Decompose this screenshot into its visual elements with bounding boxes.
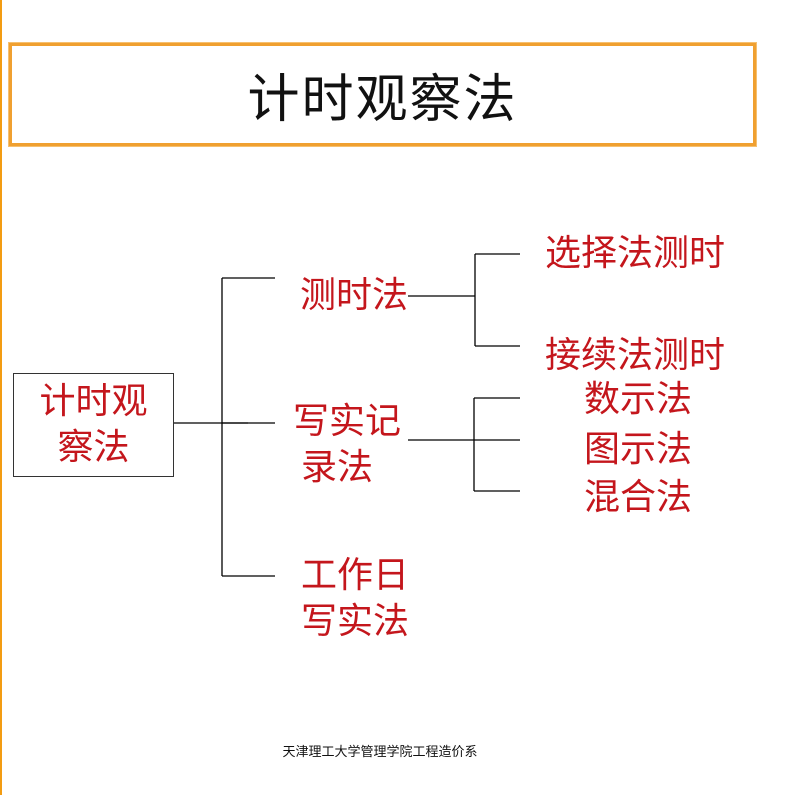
- branch-recording-line1: 写实记: [293, 401, 402, 442]
- footer-text: 天津理工大学管理学院工程造价系: [282, 745, 478, 760]
- leaf-continuous-timing-label: 接续法测时: [545, 335, 726, 376]
- root-label-line2: 察法: [57, 427, 130, 468]
- leaf-digital-label: 数示法: [584, 379, 693, 420]
- root-node: 计时观 察法: [13, 373, 174, 477]
- leaf-continuous-timing: 接续法测时: [545, 333, 725, 379]
- leaf-mixed: 混合法: [584, 475, 692, 521]
- branch-recording-line2: 录法: [301, 447, 374, 488]
- leaf-graphic: 图示法: [584, 427, 692, 473]
- root-label-line1: 计时观: [39, 381, 148, 422]
- leaf-mixed-label: 混合法: [584, 477, 693, 518]
- page-title: 计时观察法: [247, 70, 518, 130]
- branch-recording: 写实记 录法: [293, 399, 401, 491]
- branch-workday: 工作日 写实法: [301, 553, 409, 645]
- slide-left-border: [0, 0, 2, 795]
- branch-workday-line2: 写实法: [301, 601, 410, 642]
- title-box: 计时观察法: [9, 43, 756, 146]
- branch-timing-label: 测时法: [300, 275, 409, 316]
- leaf-digital: 数示法: [584, 377, 692, 423]
- leaf-select-timing-label: 选择法测时: [545, 233, 726, 274]
- leaf-graphic-label: 图示法: [584, 429, 693, 470]
- branch-timing: 测时法: [300, 273, 408, 319]
- branch-workday-line1: 工作日: [301, 555, 410, 596]
- leaf-select-timing: 选择法测时: [545, 231, 725, 277]
